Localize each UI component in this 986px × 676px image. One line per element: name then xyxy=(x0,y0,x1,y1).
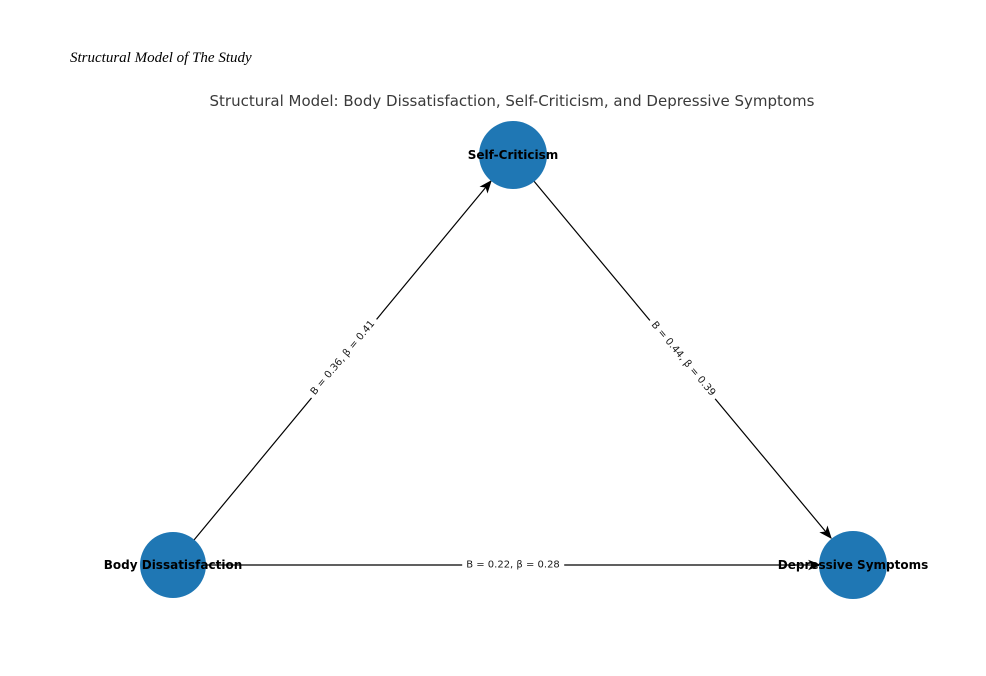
axes-title: Structural Model: Body Dissatisfaction, … xyxy=(209,92,815,110)
edge-label-bd-to-ds: B = 0.22, β = 0.28 xyxy=(462,558,564,572)
node-label-depressive-symptoms: Depressive Symptoms xyxy=(777,558,929,572)
node-self-criticism xyxy=(479,121,547,189)
node-label-self-criticism: Self-Criticism xyxy=(467,148,559,162)
node-depressive-symptoms xyxy=(819,531,887,599)
node-body-dissatisfaction xyxy=(140,532,206,598)
node-label-body-dissatisfaction: Body Dissatisfaction xyxy=(103,558,243,572)
figure-suptitle: Structural Model of The Study xyxy=(70,50,252,66)
